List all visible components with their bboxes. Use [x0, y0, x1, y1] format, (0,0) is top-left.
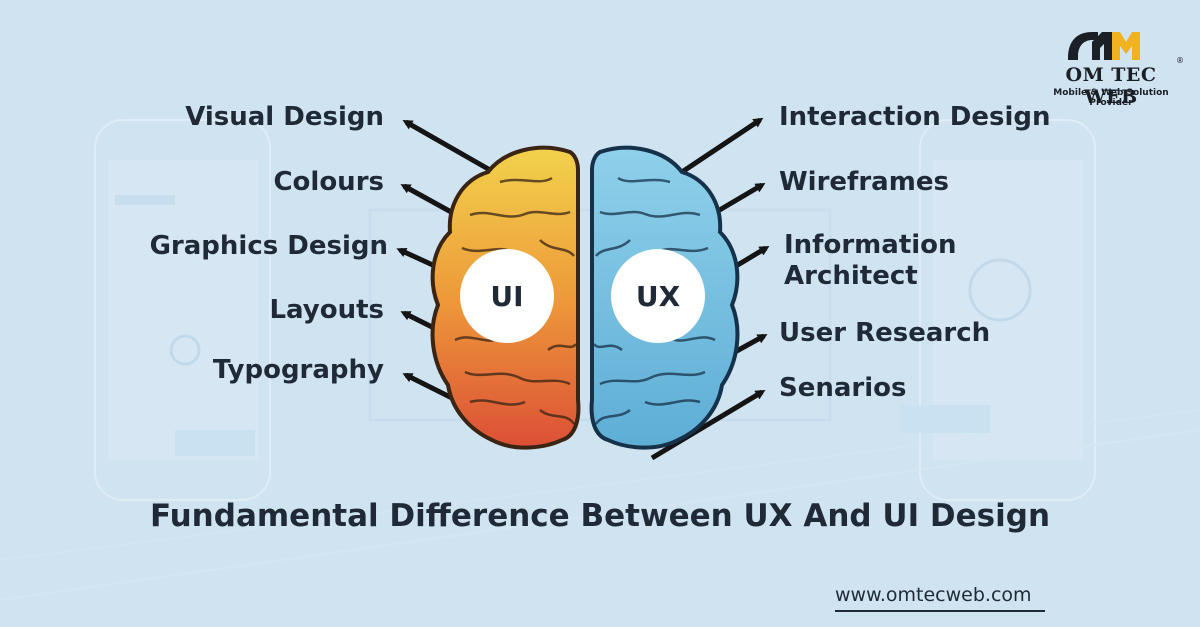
ux-item-senarios: Senarios: [779, 373, 907, 403]
ux-item-interaction-design: Interaction Design: [779, 102, 1051, 132]
website-link[interactable]: www.omtecweb.com: [835, 584, 1045, 612]
arrow-senarios: [650, 389, 766, 461]
ui-item-colours: Colours: [273, 167, 384, 197]
brand-tagline: Mobile & Web Solution Provider: [1053, 88, 1169, 108]
registered-mark: ®: [1176, 56, 1184, 65]
omtec-logo-icon: [1068, 32, 1140, 60]
ux-circle: [611, 249, 705, 343]
brand-name: OM TEC WEB: [1065, 64, 1157, 108]
ui-item-layouts: Layouts: [269, 295, 384, 325]
arrow-interaction-design: [680, 117, 764, 175]
ui-label: UI: [490, 280, 524, 313]
ui-circle: [460, 249, 554, 343]
ui-item-visual-design: Visual Design: [185, 102, 384, 132]
ux-label: UX: [635, 280, 681, 313]
ui-item-graphics-design: Graphics Design: [149, 231, 388, 261]
arrow-visual-design: [402, 119, 492, 173]
infographic-title: Fundamental Difference Between UX And UI…: [149, 498, 1051, 534]
background-decoration: [0, 119, 1200, 601]
ux-item-information-architect: Information Architect: [784, 230, 957, 291]
ux-item-user-research: User Research: [779, 318, 991, 348]
ui-item-typography: Typography: [212, 355, 384, 385]
ux-item-wireframes: Wireframes: [779, 167, 949, 197]
